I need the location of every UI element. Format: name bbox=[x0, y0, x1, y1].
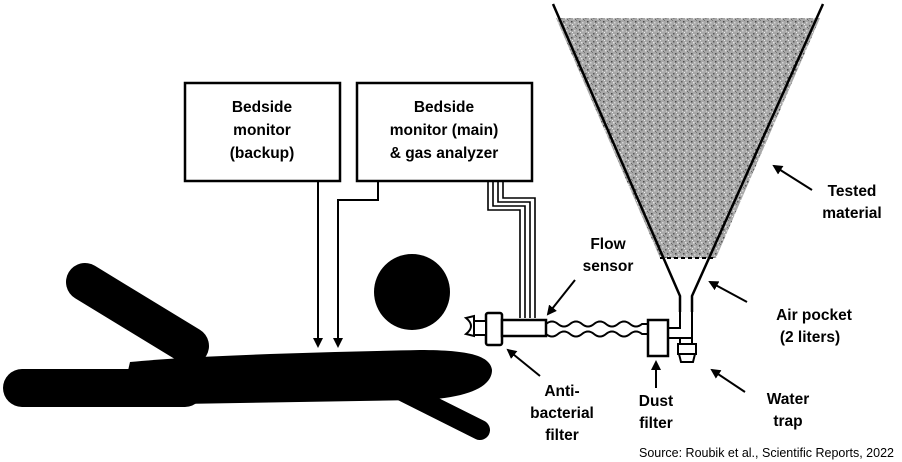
dust-filter-line1: Dust bbox=[639, 393, 673, 410]
main-monitor-cable bbox=[333, 181, 379, 348]
dust-filter-line2: filter bbox=[639, 415, 673, 432]
monitor-backup-line2: monitor bbox=[233, 122, 291, 139]
label-antibacterial-filter: Anti- bacterial filter bbox=[506, 348, 594, 444]
tested-material-fill bbox=[556, 18, 820, 258]
tested-material-line2: material bbox=[822, 205, 881, 222]
air-pocket-line2: (2 liters) bbox=[780, 329, 840, 346]
label-tested-material: Tested material bbox=[772, 164, 882, 222]
water-trap-line1: Water bbox=[767, 391, 810, 408]
flow-sensor-part bbox=[500, 318, 548, 338]
monitor-main-line3: & gas analyzer bbox=[390, 145, 499, 162]
flow-sensor-line2: sensor bbox=[583, 258, 634, 275]
label-flow-sensor: Flow sensor bbox=[546, 236, 634, 316]
patient-head bbox=[374, 254, 450, 330]
monitor-main-line1: Bedside bbox=[414, 99, 475, 116]
corrugated-tube bbox=[545, 320, 648, 328]
label-dust-filter: Dust filter bbox=[639, 360, 673, 432]
flow-sensor-line1: Flow bbox=[590, 236, 626, 253]
monitor-backup-line1: Bedside bbox=[232, 99, 293, 116]
label-air-pocket: Air pocket (2 liters) bbox=[708, 281, 852, 346]
water-trap-line2: trap bbox=[773, 413, 802, 430]
antibacterial-line2: bacterial bbox=[530, 405, 594, 422]
source-credit: Source: Roubik et al., Scientific Report… bbox=[639, 446, 894, 460]
air-pocket-line1: Air pocket bbox=[776, 307, 852, 324]
monitor-cables bbox=[313, 181, 379, 348]
patient-upper-leg bbox=[66, 263, 209, 365]
label-water-trap: Water trap bbox=[710, 368, 810, 430]
monitor-main-line2: monitor (main) bbox=[390, 122, 499, 139]
patient-arm bbox=[350, 360, 490, 440]
hopper-outline bbox=[551, 3, 825, 312]
tested-material-line1: Tested bbox=[828, 183, 877, 200]
breathing-circuit bbox=[463, 311, 697, 363]
dust-filter-part bbox=[646, 318, 670, 358]
gas-sampling-lines bbox=[487, 181, 536, 318]
mouthpiece bbox=[463, 314, 475, 338]
antibacterial-line3: filter bbox=[545, 427, 579, 444]
water-trap-part bbox=[677, 343, 697, 355]
monitor-backup-line3: (backup) bbox=[230, 145, 295, 162]
antibacterial-line1: Anti- bbox=[544, 383, 579, 400]
patient-figure bbox=[3, 254, 492, 440]
monitor-backup-box: Bedside monitor (backup) bbox=[183, 81, 342, 183]
antibacterial-filter-part bbox=[484, 311, 504, 347]
material-hopper bbox=[551, 3, 825, 312]
monitor-main-box: Bedside monitor (main) & gas analyzer bbox=[355, 81, 534, 183]
